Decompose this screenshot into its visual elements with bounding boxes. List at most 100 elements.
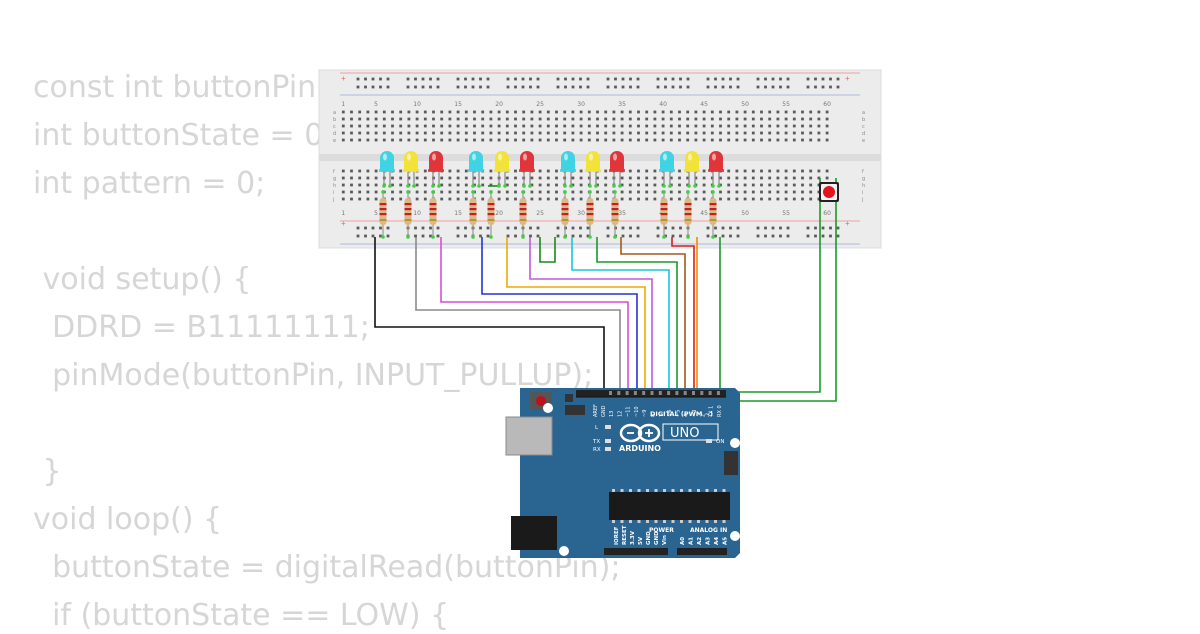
column-number: 35 xyxy=(618,210,626,217)
wire-orange-1[interactable] xyxy=(506,237,646,392)
led-7[interactable] xyxy=(560,151,576,188)
column-number: 20 xyxy=(495,210,503,217)
code-line-7: pinMode(buttonPin, INPUT_PULLUP); xyxy=(33,358,594,393)
wire-green-3[interactable] xyxy=(728,178,821,393)
column-number: 50 xyxy=(741,101,749,108)
led-4[interactable] xyxy=(468,151,484,188)
code-line-6: DDRD = B11111111; xyxy=(33,310,370,345)
resistor-6[interactable] xyxy=(519,190,527,239)
digital-pin-label: 8 xyxy=(651,414,657,417)
digital-pin-label: 12 xyxy=(617,411,623,417)
led-9[interactable] xyxy=(609,151,625,188)
column-number: 45 xyxy=(700,101,708,108)
analog-pin-label: A3 xyxy=(706,537,712,545)
power-pin-label: GND xyxy=(654,531,660,545)
wire-brown[interactable] xyxy=(620,237,686,392)
led-8[interactable] xyxy=(585,151,601,188)
rx-label: RX xyxy=(593,447,601,453)
resistor-7[interactable] xyxy=(561,190,569,239)
row-letter: i xyxy=(862,190,863,196)
wires[interactable] xyxy=(374,178,837,402)
led-5[interactable] xyxy=(494,151,510,188)
wire-magenta[interactable] xyxy=(440,237,629,392)
wire-purple[interactable] xyxy=(529,237,653,392)
wire-cyan[interactable] xyxy=(571,237,670,392)
column-number: 25 xyxy=(536,210,544,217)
wire-green-4[interactable] xyxy=(728,178,837,402)
led-2[interactable] xyxy=(403,151,419,188)
column-number: 10 xyxy=(413,101,421,108)
digital-pin-label: ~9 xyxy=(642,410,648,417)
wire-gray[interactable] xyxy=(415,237,621,392)
column-number: 45 xyxy=(700,210,708,217)
resistor-12[interactable] xyxy=(709,190,717,239)
resistor-4[interactable] xyxy=(469,190,477,239)
push-button[interactable] xyxy=(819,182,839,202)
leds[interactable] xyxy=(379,151,724,188)
column-number: 20 xyxy=(495,101,503,108)
resistor-2[interactable] xyxy=(404,190,412,239)
column-number: 55 xyxy=(782,210,790,217)
row-letter: c xyxy=(862,124,865,130)
analog-header xyxy=(677,548,727,555)
aref-label: AREF xyxy=(593,404,599,417)
power-pin-label: RESET xyxy=(622,525,628,545)
resistor-9[interactable] xyxy=(611,190,619,239)
analog-pin-label: A2 xyxy=(697,537,703,545)
svg-text:+: + xyxy=(845,219,850,228)
led-12[interactable] xyxy=(708,151,724,188)
analog-label: ANALOG IN xyxy=(690,527,727,534)
wire-green-jumper[interactable] xyxy=(539,237,556,263)
resistor-3[interactable] xyxy=(429,190,437,239)
row-letter: b xyxy=(333,117,336,123)
arduino-logo xyxy=(619,423,661,443)
column-number: 1 xyxy=(341,210,345,217)
power-header xyxy=(604,548,668,555)
wire-red[interactable] xyxy=(671,237,695,392)
power-pin-label: Vin xyxy=(662,535,668,545)
column-number: 60 xyxy=(823,210,831,217)
led-11[interactable] xyxy=(684,151,700,188)
code-line-12: if (buttonState == LOW) { xyxy=(33,598,450,633)
power-pin-label: IOREF xyxy=(614,526,620,545)
resistor-11[interactable] xyxy=(684,190,692,239)
digital-pin-label: ~11 xyxy=(626,406,632,417)
row-letter: g xyxy=(333,176,336,182)
analog-pin-label: A5 xyxy=(723,537,729,545)
led-1[interactable] xyxy=(379,151,395,188)
l-label: L xyxy=(595,425,599,431)
column-number: 10 xyxy=(413,210,421,217)
analog-pin-label: A0 xyxy=(680,537,686,545)
row-letter: i xyxy=(333,190,334,196)
resistors[interactable] xyxy=(379,185,717,239)
resistor-5[interactable] xyxy=(487,190,495,239)
svg-text:+: + xyxy=(845,74,850,83)
column-number: 55 xyxy=(782,101,790,108)
row-letter: j xyxy=(861,197,863,203)
resistor-10[interactable] xyxy=(660,190,668,239)
digital-pin-label: ~10 xyxy=(634,406,640,417)
power-pin-label: GND xyxy=(646,531,652,545)
power-label: POWER xyxy=(649,527,674,534)
led-3[interactable] xyxy=(428,151,444,188)
on-label: ON xyxy=(716,439,724,445)
icsp-header xyxy=(565,394,738,475)
svg-text:+: + xyxy=(341,74,346,83)
wire-green-1[interactable] xyxy=(596,237,678,392)
resistor-1[interactable] xyxy=(379,190,387,239)
row-letter: c xyxy=(333,124,336,130)
wire-blue[interactable] xyxy=(481,237,638,392)
row-letter: g xyxy=(862,176,865,182)
power-pin-label: 5V xyxy=(638,536,644,545)
led-6[interactable] xyxy=(519,151,535,188)
code-line-9: } xyxy=(33,454,62,489)
led-10[interactable] xyxy=(659,151,675,188)
wire-black[interactable] xyxy=(374,237,605,392)
resistor-8[interactable] xyxy=(586,190,594,239)
